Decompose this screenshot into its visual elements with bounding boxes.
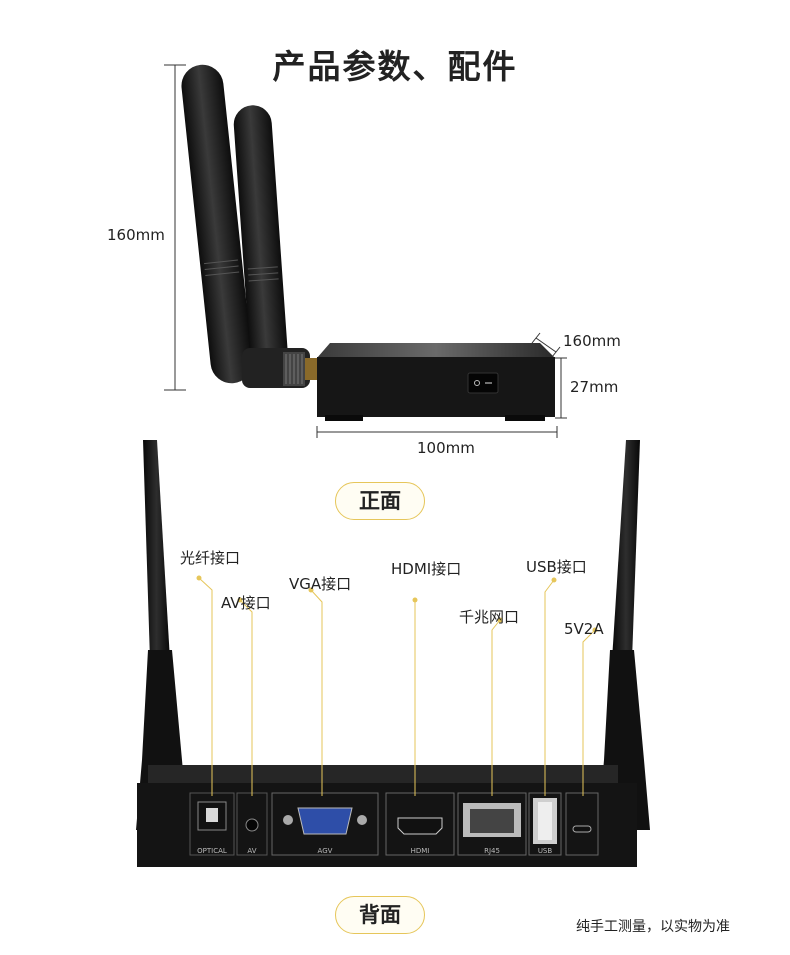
device-side-illustration bbox=[164, 64, 567, 438]
callout-av: AV接口 bbox=[221, 594, 271, 612]
port-hdmi bbox=[385, 792, 455, 856]
antenna-left bbox=[181, 64, 253, 384]
callout-lines bbox=[198, 577, 596, 796]
port-label-optical: OPTICAL bbox=[197, 847, 227, 855]
port-labels: OPTICAL AV AGV HDMI RJ45 USB bbox=[197, 847, 552, 855]
antenna-right bbox=[233, 105, 289, 380]
device-back-illustration: OPTICAL AV AGV HDMI RJ45 USB bbox=[136, 440, 650, 867]
callout-vga: VGA接口 bbox=[289, 575, 352, 593]
port-label-rj45: RJ45 bbox=[484, 847, 500, 855]
callout-optical: 光纤接口 bbox=[180, 549, 241, 567]
port-rj45 bbox=[457, 792, 527, 856]
dim-depth: 160mm bbox=[563, 332, 621, 350]
port-usb bbox=[528, 792, 562, 856]
dim-height-left: 160mm bbox=[107, 226, 165, 244]
footnote: 纯手工测量，以实物为准 bbox=[576, 919, 730, 935]
width-dimension-line bbox=[316, 426, 558, 438]
height-right-dimension-line bbox=[555, 357, 567, 419]
power-switch-icon bbox=[467, 372, 499, 394]
section-label-front: 正面 bbox=[335, 482, 425, 520]
callout-power: 5V2A bbox=[564, 620, 604, 638]
section-label-back: 背面 bbox=[335, 896, 425, 934]
callout-hdmi: HDMI接口 bbox=[391, 560, 462, 578]
callout-rj45: 千兆网口 bbox=[459, 608, 520, 626]
callout-usb: USB接口 bbox=[526, 558, 587, 576]
dim-width: 100mm bbox=[417, 439, 475, 457]
port-power bbox=[565, 792, 599, 856]
port-label-usb: USB bbox=[538, 847, 553, 855]
callout-dots bbox=[196, 575, 598, 633]
height-dimension-line bbox=[164, 64, 186, 391]
sma-connector bbox=[305, 358, 319, 380]
device-box-side bbox=[317, 343, 555, 421]
depth-dimension-line bbox=[531, 332, 561, 358]
port-vga bbox=[271, 792, 379, 856]
port-label-agv: AGV bbox=[318, 847, 333, 855]
back-box-top bbox=[148, 765, 618, 785]
port-label-av: AV bbox=[247, 847, 256, 855]
port-av bbox=[236, 792, 268, 856]
dim-height-right: 27mm bbox=[570, 378, 619, 396]
page-title: 产品参数、配件 bbox=[272, 47, 518, 86]
port-label-hdmi: HDMI bbox=[411, 847, 430, 855]
